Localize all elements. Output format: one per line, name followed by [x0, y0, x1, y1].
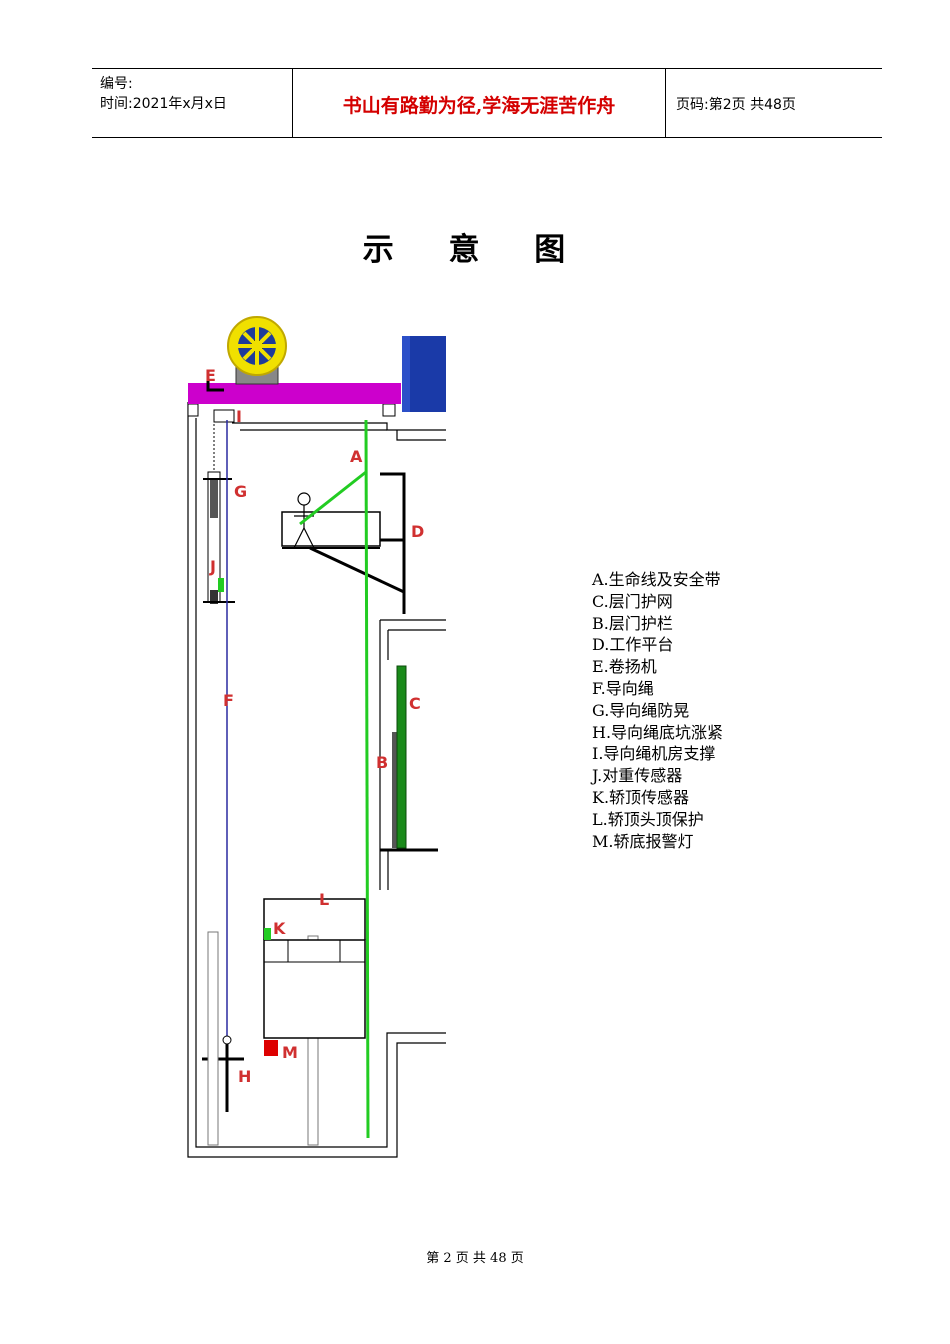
legend-item: M.轿底报警灯 [592, 831, 694, 851]
rope-support-i [213, 409, 235, 423]
legend-item: L.轿顶头顶保护 [592, 809, 704, 829]
control-cabinet-shade [402, 336, 410, 412]
car-top-sensor [264, 928, 271, 940]
header-middle-cell: 书山有路勤为径,学海无涯苦作舟 [293, 69, 666, 137]
legend-item: B.层门护栏 [592, 613, 673, 633]
page-footer: 第 2 页 共 48 页 [426, 1251, 524, 1266]
page-indicator: 页码:第2页 共48页 [676, 97, 796, 113]
code-label: 编号: [100, 76, 133, 92]
time-label: 时间:2021年x月x日 [100, 96, 227, 112]
counterweight [203, 420, 235, 604]
shaft-walls [187, 402, 446, 1158]
label-d: D [411, 522, 424, 541]
legend-item: A.生命线及安全带 [592, 570, 721, 589]
legend-item: H.导向绳底坑涨紧 [592, 722, 724, 742]
safety-belt [299, 470, 367, 526]
header-right-cell: 页码:第2页 共48页 [666, 69, 882, 137]
car-bottom-alarm-light [264, 1040, 278, 1056]
label-f: F [223, 691, 234, 710]
legend-item: C.层门护网 [592, 591, 673, 611]
label-h: H [238, 1067, 251, 1086]
legend-item: G.导向绳防晃 [592, 700, 690, 720]
car-top-guard [263, 898, 366, 940]
label-c: C [409, 694, 421, 713]
pit-buffer-left [207, 931, 219, 1146]
worker-figure [293, 492, 315, 549]
label-m: M [282, 1043, 298, 1062]
legend-item: J.对重传感器 [592, 766, 683, 786]
label-g: G [234, 482, 247, 501]
landing-guardrail [392, 732, 400, 848]
landing-net [396, 665, 407, 849]
header-motto: 书山有路勤为径,学海无涯苦作舟 [342, 95, 616, 117]
label-a: A [350, 447, 363, 466]
page-title: 示 意 图 [362, 232, 588, 268]
life-line [364, 419, 370, 1139]
legend-item: F.导向绳 [592, 678, 654, 698]
header-left-cell: 编号: 时间:2021年x月x日 [92, 69, 293, 137]
legend-item: K.轿顶传感器 [592, 787, 690, 807]
counterweight-sensor [218, 578, 224, 592]
right-wall-block [382, 403, 396, 417]
label-i: I [236, 407, 242, 426]
label-b: B [376, 753, 388, 772]
left-wall-block [187, 403, 199, 417]
winch-bracket [206, 381, 224, 392]
elevator-car [263, 898, 366, 1056]
document-header: 编号: 时间:2021年x月x日 书山有路勤为径,学海无涯苦作舟 页码:第2页 … [92, 68, 882, 138]
label-k: K [273, 919, 286, 938]
winch-sheave [227, 316, 287, 385]
legend-item: D.工作平台 [592, 635, 674, 655]
legend-item: E.卷扬机 [592, 657, 657, 677]
label-e: E [205, 366, 216, 385]
label-l: L [319, 890, 329, 909]
legend-item: I.导向绳机房支撑 [592, 744, 716, 764]
diagram-legend: A.生命线及安全带 C.层门护网 B.层门护栏 D.工作平台 E.卷扬机 F.导… [592, 569, 723, 852]
label-j: J [209, 557, 216, 576]
machine-beam [188, 383, 401, 404]
pit-buffer-right [307, 935, 319, 1146]
